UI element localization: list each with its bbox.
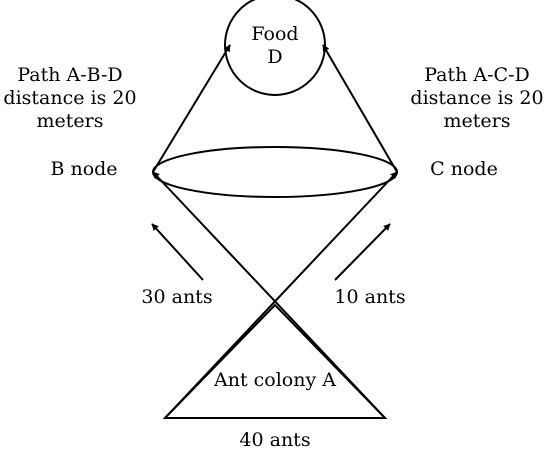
node-b-label: B node <box>50 158 117 180</box>
ants-right-label: 10 ants <box>334 286 405 308</box>
ants-total-label: 40 ants <box>239 429 310 451</box>
path-acd-label-line3: meters <box>444 110 511 132</box>
right-flow-arrow <box>334 223 391 281</box>
food-label-line2: D <box>267 46 282 68</box>
path-c-to-food-arrow <box>322 44 398 173</box>
ants-left-label: 30 ants <box>141 286 212 308</box>
path-abd-label-line3: meters <box>37 110 104 132</box>
path-b-to-food-arrow <box>152 44 231 173</box>
path-acd-label-line2: distance is 20 <box>410 87 543 109</box>
path-acd-label-line1: Path A-C-D <box>424 64 530 86</box>
node-ellipse <box>152 146 398 198</box>
colony-label: Ant colony A <box>213 369 336 391</box>
path-abd-label-line1: Path A-B-D <box>17 64 122 86</box>
left-flow-arrow <box>151 223 204 281</box>
path-abd-label-line2: distance is 20 <box>3 87 136 109</box>
food-label-line1: Food <box>251 23 298 45</box>
node-c-label: C node <box>430 158 498 180</box>
ant-colony-triangle <box>162 303 388 419</box>
